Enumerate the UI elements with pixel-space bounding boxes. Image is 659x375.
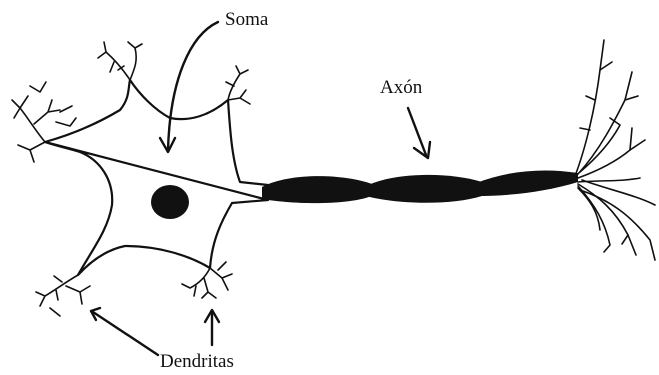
axon-label: Axón: [380, 77, 423, 98]
dendrite-top-left: [12, 82, 76, 162]
soma-arrow: [160, 22, 218, 152]
dendrite-bottom-left: [36, 275, 90, 316]
dendrites-label: Dendritas: [160, 351, 234, 372]
axon-terminals: [575, 40, 655, 260]
axon: [262, 170, 578, 203]
myelin-segment-3: [476, 170, 578, 196]
myelin-segment-1: [262, 176, 375, 203]
cell-body: [45, 80, 268, 275]
dendrites-arrow-left: [91, 308, 158, 355]
dendrites-arrow-right: [205, 310, 219, 345]
axon-arrow: [408, 108, 430, 158]
myelin-segment-2: [366, 175, 485, 203]
dendrite-top: [98, 42, 142, 80]
soma-label: Soma: [225, 9, 269, 30]
nucleus: [151, 185, 189, 219]
dendrite-upper-right: [226, 66, 250, 104]
